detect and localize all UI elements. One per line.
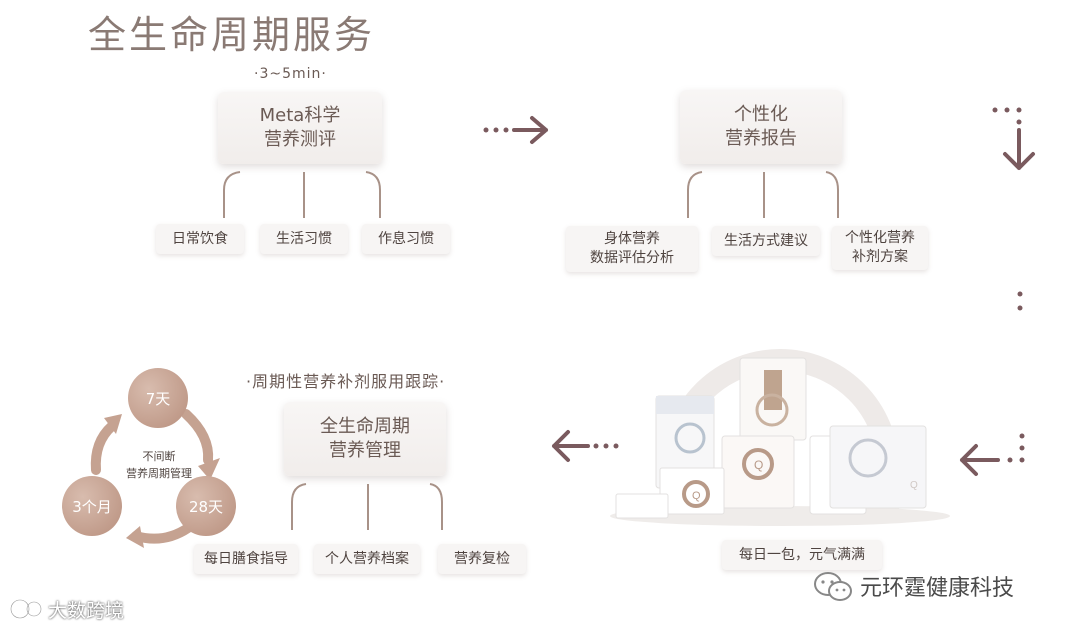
watermark-right: 元环霆健康科技 (860, 570, 1014, 602)
watermark-left: 大数跨境 (48, 596, 124, 623)
cycle-node-28-days: 28天 (176, 476, 236, 536)
assessment-item-diet: 日常饮食 (156, 224, 244, 254)
arrow-left-icon (952, 428, 1032, 488)
report-item-body-data-line1: 身体营养 (604, 230, 660, 249)
management-title-line1: 全生命周期 (320, 415, 410, 439)
page-title: 全生命周期服务 (88, 4, 375, 59)
management-box: 全生命周期 营养管理 (284, 402, 446, 476)
product-caption: 每日一包，元气满满 (722, 540, 882, 570)
report-item-lifestyle-advice: 生活方式建议 (712, 226, 820, 256)
arrow-left-icon-2 (544, 424, 624, 468)
assessment-title-line1: Meta科学 (260, 104, 341, 128)
management-item-recheck: 营养复检 (438, 544, 526, 574)
report-connectors (670, 164, 860, 224)
duration-label: ·3~5min· (254, 66, 327, 82)
report-box: 个性化 营养报告 (680, 90, 842, 164)
product-box-label-1: Q (754, 458, 763, 472)
report-item-supplement-plan: 个性化营养 补剂方案 (832, 226, 928, 270)
product-box-label-3: Q (910, 480, 918, 491)
report-title-line1: 个性化 (734, 103, 788, 127)
cycle-node-7-days: 7天 (128, 368, 188, 428)
cycle-center-line1: 不间断 (104, 448, 214, 465)
product-box-label-2: Q (692, 490, 701, 502)
assessment-connectors (200, 164, 410, 224)
assessment-item-lifestyle: 生活习惯 (260, 224, 348, 254)
management-item-nutrition-profile: 个人营养档案 (314, 544, 420, 574)
report-item-supplement-plan-line2: 补剂方案 (852, 248, 908, 267)
report-item-body-data: 身体营养 数据评估分析 (566, 226, 698, 272)
dots-vertical-icon (1012, 288, 1028, 318)
product-image: Q Q Q (600, 318, 960, 528)
tracking-subtitle: ·周期性营养补剂服用跟踪· (246, 368, 445, 392)
brand-logo-icon (8, 596, 48, 622)
cycle-center-line2: 营养周期管理 (104, 465, 214, 482)
management-title-line2: 营养管理 (329, 439, 401, 463)
assessment-item-schedule: 作息习惯 (362, 224, 450, 254)
arrow-down-icon (985, 100, 1045, 180)
assessment-box: Meta科学 营养测评 (218, 92, 382, 164)
assessment-title-line2: 营养测评 (264, 128, 336, 152)
report-title-line2: 营养报告 (725, 127, 797, 151)
management-connectors (270, 476, 470, 536)
arrow-right-icon (480, 110, 560, 150)
wechat-icon (812, 570, 856, 604)
report-item-body-data-line2: 数据评估分析 (590, 249, 674, 268)
cycle-node-3-months: 3个月 (62, 476, 122, 536)
cycle-center-label: 不间断 营养周期管理 (104, 448, 214, 482)
report-item-supplement-plan-line1: 个性化营养 (845, 229, 915, 248)
